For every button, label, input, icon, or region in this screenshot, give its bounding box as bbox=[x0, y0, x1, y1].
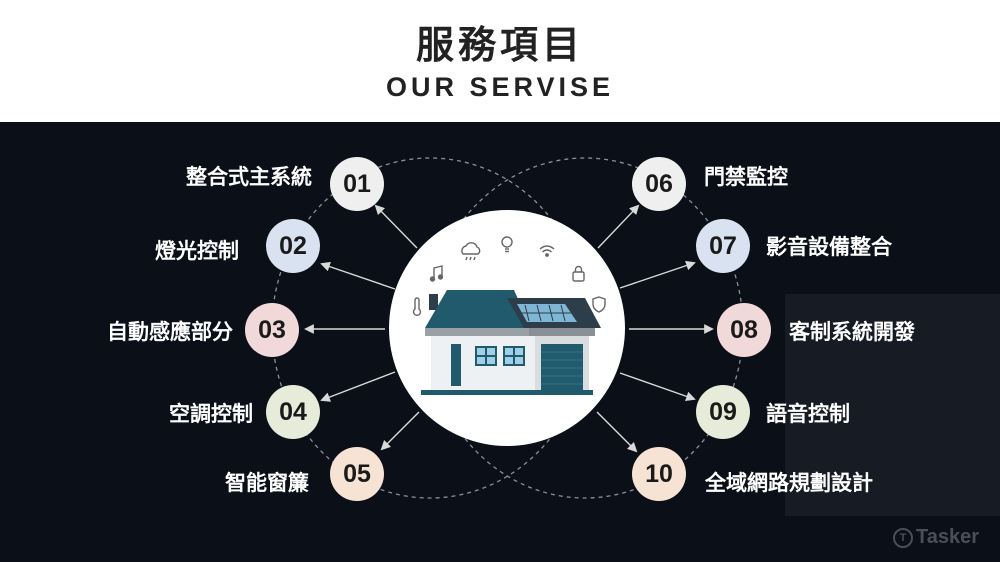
arrow-01 bbox=[374, 204, 418, 249]
service-node-02: 02 bbox=[266, 219, 320, 273]
t-logo-icon: T bbox=[893, 527, 913, 548]
service-label-09: 語音控制 bbox=[766, 402, 850, 426]
service-label-10: 全域網路規劃設計 bbox=[705, 471, 873, 495]
smart-home-hub bbox=[389, 210, 625, 446]
arrow-02 bbox=[320, 261, 396, 290]
service-label-07: 影音設備整合 bbox=[766, 235, 892, 259]
service-label-06: 門禁監控 bbox=[704, 165, 788, 189]
lock-icon bbox=[572, 265, 585, 282]
service-node-09: 09 bbox=[696, 385, 750, 439]
house-icon bbox=[421, 290, 601, 395]
lightbulb-icon bbox=[501, 236, 513, 253]
background-panel bbox=[785, 294, 1000, 516]
service-label-08: 客制系統開發 bbox=[789, 320, 915, 344]
service-node-08: 08 bbox=[717, 303, 771, 357]
thermometer-icon bbox=[412, 297, 422, 317]
wifi-icon bbox=[539, 245, 555, 257]
arrow-05 bbox=[380, 411, 420, 451]
service-node-07: 07 bbox=[696, 219, 750, 273]
arrow-09 bbox=[619, 372, 696, 402]
shield-icon bbox=[592, 296, 606, 313]
arrow-07 bbox=[619, 260, 696, 289]
brand-logo: T Tasker bbox=[893, 526, 979, 549]
service-node-10: 10 bbox=[632, 447, 686, 501]
brand-name: Tasker bbox=[916, 526, 980, 548]
arrow-10 bbox=[596, 411, 638, 453]
cloud-rain-icon bbox=[461, 242, 481, 261]
service-label-04: 空調控制 bbox=[169, 402, 253, 426]
page-subtitle: OUR SERVISE bbox=[385, 72, 615, 102]
service-label-01: 整合式主系統 bbox=[186, 165, 312, 189]
service-label-02: 燈光控制 bbox=[155, 239, 239, 263]
service-node-06: 06 bbox=[632, 157, 686, 211]
house-illustration bbox=[412, 236, 606, 395]
service-label-03: 自動感應部分 bbox=[107, 320, 233, 344]
service-label-05: 智能窗簾 bbox=[225, 471, 309, 495]
service-node-05: 05 bbox=[330, 447, 384, 501]
service-node-04: 04 bbox=[266, 385, 320, 439]
diagram-area: 01 02 03 04 05 06 07 08 09 10 整合式主系統 燈光控… bbox=[0, 122, 1000, 562]
arrow-04 bbox=[320, 371, 396, 402]
page-title: 服務項目 bbox=[415, 23, 584, 67]
header: 服務項目 OUR SERVISE bbox=[0, 0, 1000, 122]
music-note-icon bbox=[429, 265, 444, 282]
service-node-03: 03 bbox=[245, 303, 299, 357]
arrow-06 bbox=[597, 204, 640, 249]
service-node-01: 01 bbox=[330, 157, 384, 211]
